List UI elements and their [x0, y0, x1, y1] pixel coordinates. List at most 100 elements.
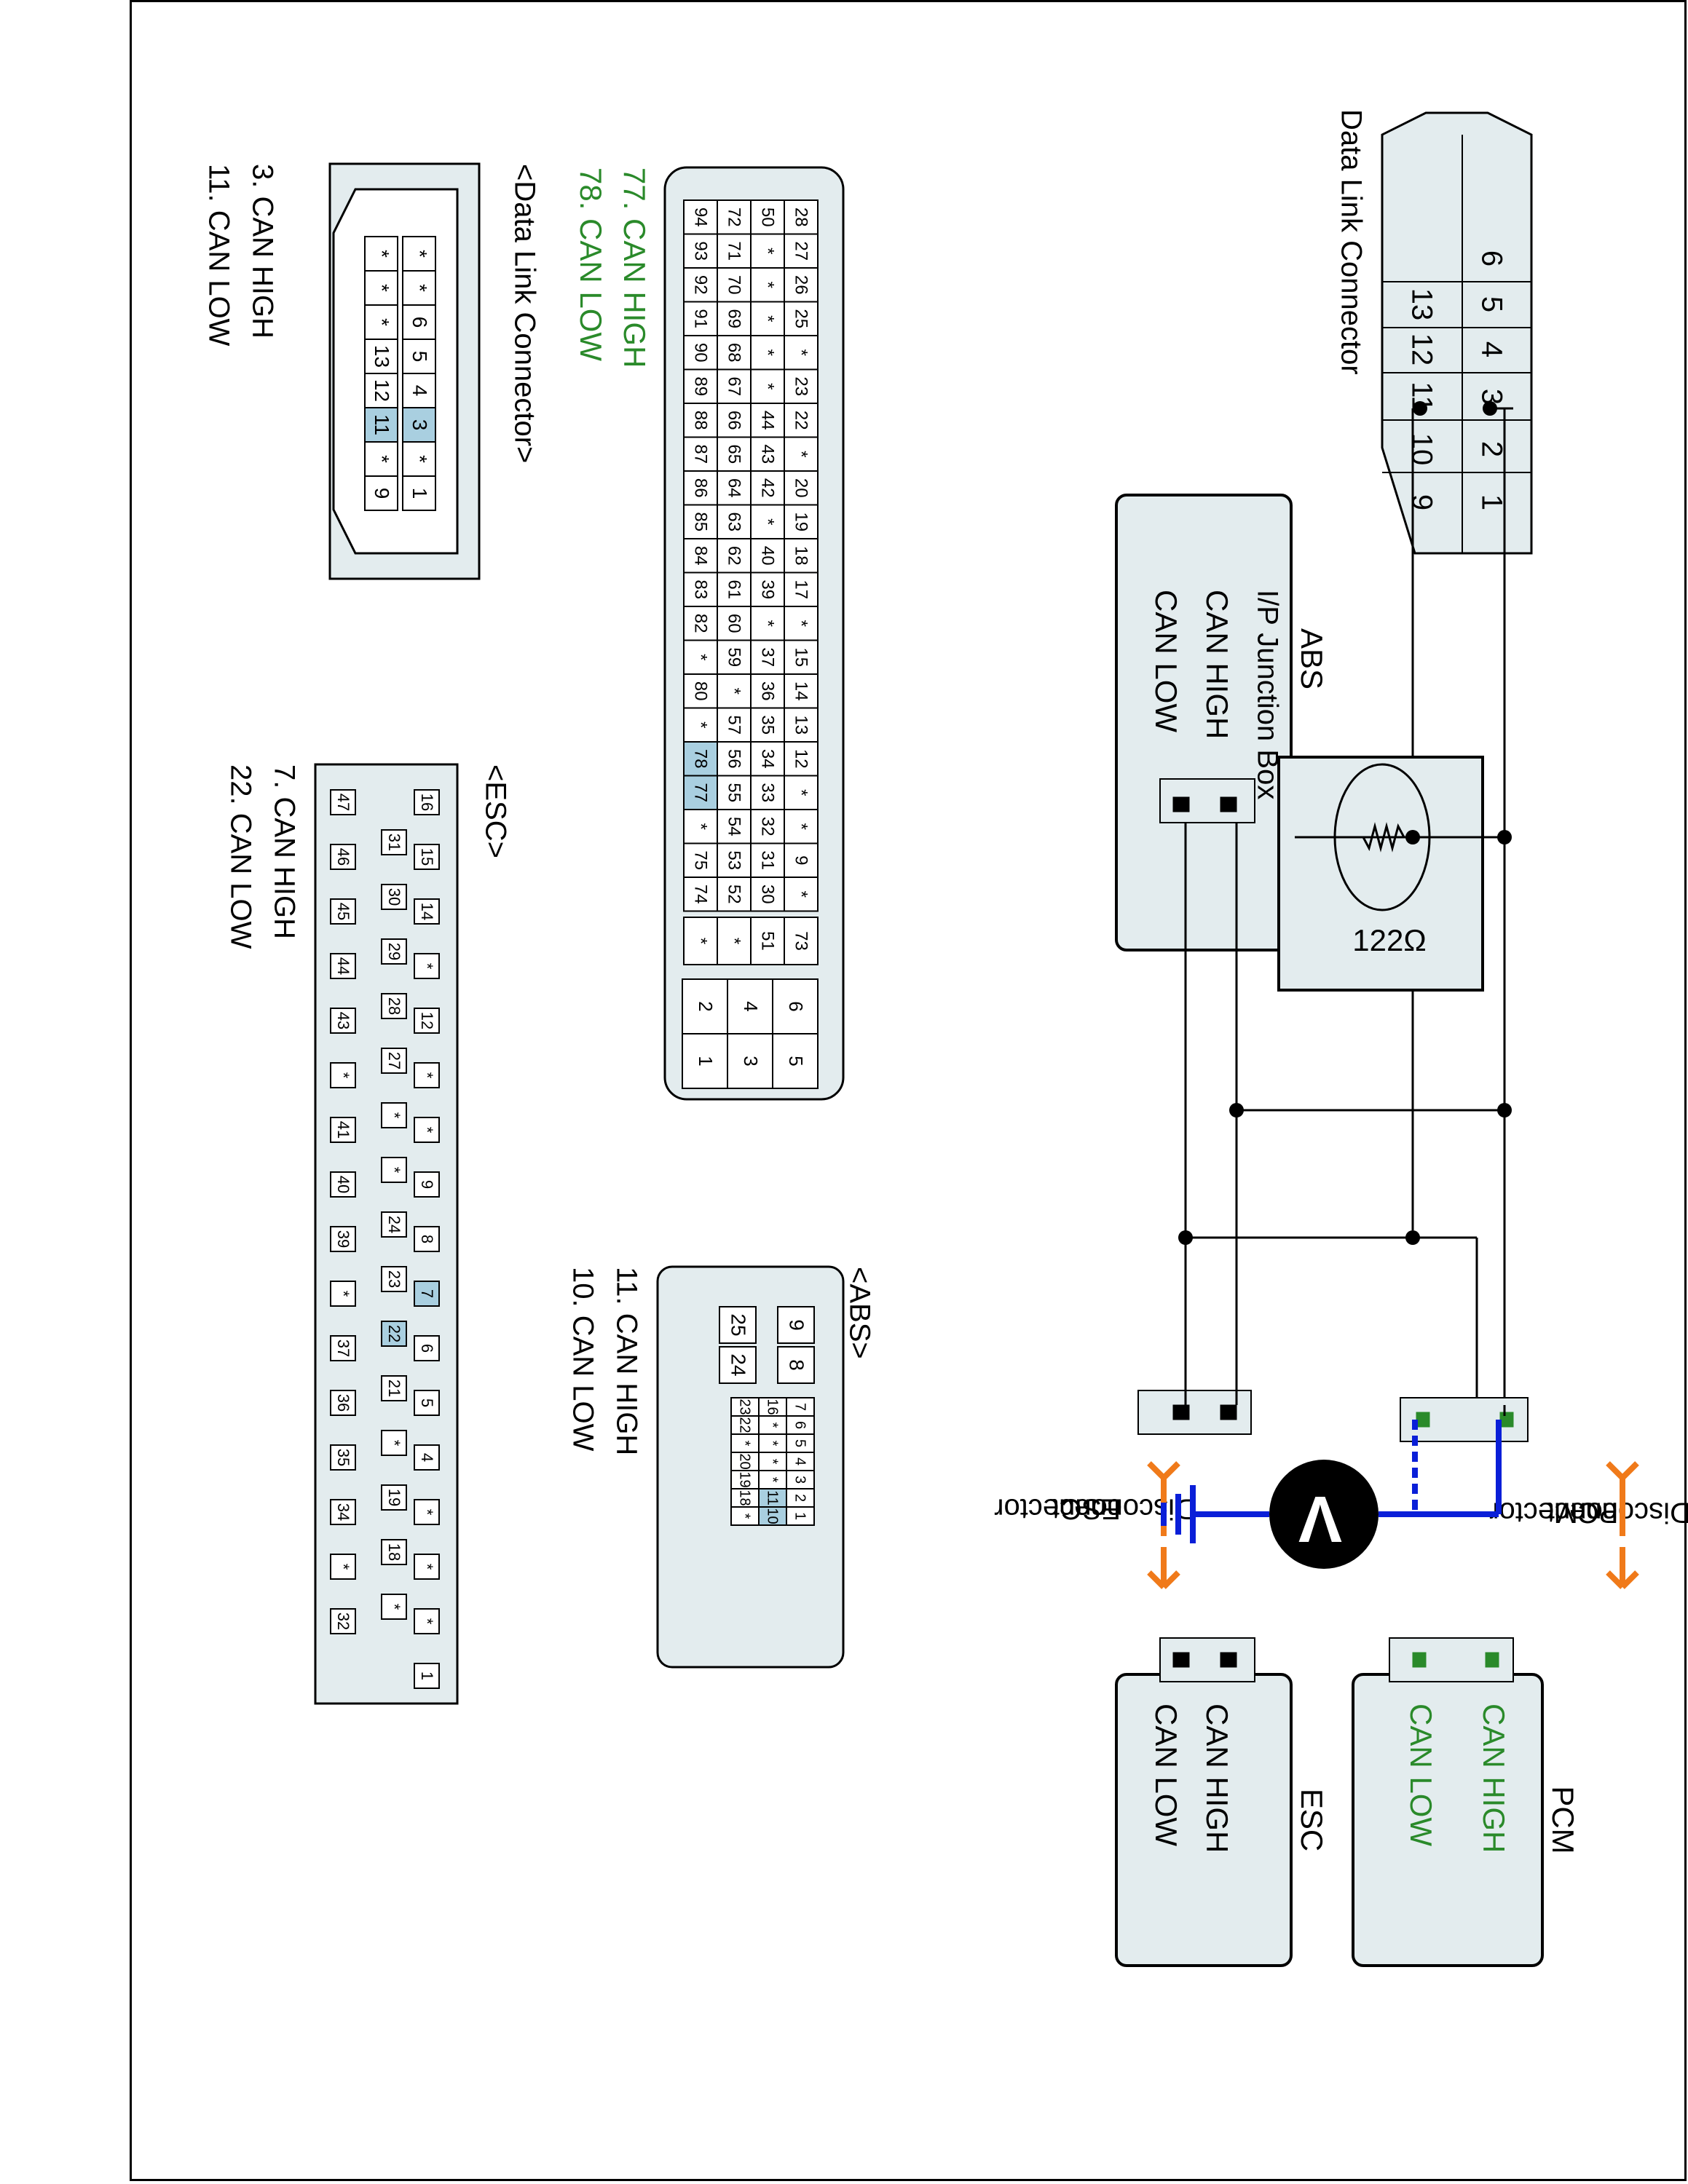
- dlc-pinout-pin: 12: [371, 379, 393, 402]
- abs-pinout-pin: 8: [786, 1359, 808, 1371]
- esc-pinout-pin-cell: [414, 1226, 440, 1252]
- pcm-pinout-pin: 64: [725, 478, 744, 498]
- pcm-pinout-pin: 69: [725, 309, 744, 328]
- esc-pinout-pin-cell: [381, 1430, 407, 1456]
- abs-pinout-pin: *: [737, 1441, 753, 1447]
- pcm-pinout-pin: *: [792, 349, 811, 356]
- pcm-pinout-pin: *: [758, 383, 778, 389]
- box: [1485, 1652, 1499, 1668]
- dlc-pinout-pin-cell: [364, 475, 398, 511]
- esc-pinout-pin-cell: [381, 884, 407, 910]
- diagram-frame: [130, 0, 1687, 2181]
- esc-pinout-pin-cell: [381, 993, 407, 1019]
- esc-pinout-pin-cell: [381, 1321, 407, 1347]
- pcm-pinout-pin-cell: [683, 917, 718, 965]
- pcm-pinout-pin: 90: [691, 343, 711, 363]
- pcm-pinout-pin: 42: [758, 478, 778, 498]
- pcm-pinout-pin: 91: [691, 309, 711, 328]
- pcm-pinout-pin: 82: [691, 614, 711, 633]
- pcm-pinout-pin: 87: [691, 444, 711, 464]
- box: [1499, 1412, 1514, 1428]
- pcm-pinout-pin: 75: [691, 850, 711, 870]
- abs-pinout-pin: 23: [737, 1398, 753, 1415]
- esc-pinout-pin-cell: [381, 829, 407, 855]
- esc-pinout-pin: *: [385, 1112, 403, 1119]
- pcm-pinout-pin: 56: [725, 749, 744, 769]
- esc-pinout-pin: 45: [334, 903, 352, 920]
- pcm-pinout-pin: 25: [792, 309, 811, 328]
- dlc-pinout-pin: 3: [409, 419, 431, 431]
- dlc-pinout-pin: *: [371, 284, 393, 292]
- pcm-pinout-pin: 70: [725, 275, 744, 295]
- pcm-module-title: PCM: [1546, 1786, 1580, 1853]
- esc-pinout-pin: 1: [418, 1671, 436, 1680]
- pcm-pinout-pin: 85: [691, 512, 711, 531]
- pcm-pinout-pin: 43: [758, 444, 778, 464]
- esc-pinout-pin-cell: [381, 1157, 407, 1183]
- pcm-pinout-pin: 15: [792, 647, 811, 667]
- esc-pinout-pin-cell: [330, 1554, 356, 1580]
- pcm-pinout-pin: 14: [792, 681, 811, 701]
- esc-pinout-pin: 19: [385, 1489, 403, 1506]
- pcm-pinout-pin: *: [691, 823, 711, 830]
- pcm-pinout-pin: 32: [758, 817, 778, 836]
- esc-pinout-pin: *: [418, 1072, 436, 1079]
- esc-pinout-pin-cell: [414, 1117, 440, 1143]
- esc-pinout-pin: 23: [385, 1270, 403, 1288]
- dlc-pinout-pin: *: [371, 455, 393, 463]
- abs-pinout-pin: 6: [792, 1421, 808, 1429]
- pcm-pinout-pin: 13: [792, 715, 811, 735]
- abs-legend: 10. CAN LOW: [567, 1267, 599, 1452]
- esc-module-title: ESC: [1295, 1789, 1329, 1851]
- pcm-pinout-pin: 18: [792, 546, 811, 566]
- pcm-pinout-pin: 52: [725, 885, 744, 904]
- box: [1172, 1404, 1190, 1420]
- esc-pinout-pin: 5: [418, 1398, 436, 1407]
- pcm-pinout-pin: *: [725, 688, 744, 695]
- abs-pinout-pin: 4: [792, 1457, 808, 1465]
- pcm-module-box: [1352, 1673, 1544, 1967]
- esc-pinout-pin-cell: [381, 1375, 407, 1401]
- esc-pinout-pin-cell: [414, 1444, 440, 1471]
- esc-pinout-pin-cell: [330, 1281, 356, 1307]
- esc-pinout-pin: 18: [385, 1543, 403, 1561]
- pcm-pinout-pin: 61: [725, 579, 744, 599]
- dlc-legend: 11. CAN LOW: [202, 164, 234, 347]
- pcm-pinout-pin: 78: [691, 749, 711, 769]
- pcm-pinout-pin: 2: [695, 1001, 717, 1011]
- esc-pinout-pin-cell: [381, 1266, 407, 1292]
- esc-pinout-pin: *: [334, 1564, 352, 1570]
- pcm-pinout-pin: 65: [725, 444, 744, 464]
- pcm-pinout-pin: 44: [758, 411, 778, 430]
- esc-pinout-pin-cell: [330, 1390, 356, 1416]
- pcm-disconnect-label: PCM: [1554, 1496, 1619, 1528]
- abs-pinout-title: <ABS>: [843, 1267, 875, 1359]
- pcm-pinout-pin: *: [691, 721, 711, 728]
- pcm-pinout-pin: *: [691, 938, 711, 944]
- esc-disconnect-label: Disconnect: [1052, 1492, 1196, 1524]
- pcm-pinout-pin: *: [758, 282, 778, 288]
- box: [1172, 1652, 1190, 1668]
- esc-pinout-pin: 34: [334, 1503, 352, 1521]
- pcm-pinout-pin: 62: [725, 546, 744, 566]
- pcm-pinout-pin: *: [792, 789, 811, 796]
- esc-pinout-pin: 15: [418, 848, 436, 866]
- pcm-pinout-pin: 59: [725, 647, 744, 667]
- abs-pinout-pin: 16: [765, 1398, 781, 1415]
- esc-pinout-pin-cell: [330, 1226, 356, 1252]
- dlc-pin-label: 1: [1475, 494, 1507, 510]
- box: [1220, 1404, 1237, 1420]
- dlc-pinout-pin: *: [409, 455, 431, 463]
- esc-legend: 22. CAN LOW: [224, 764, 256, 949]
- pcm-pinout-pin: 31: [758, 850, 778, 870]
- esc-pinout-pin: *: [334, 1072, 352, 1079]
- esc-pinout-pin: 14: [418, 903, 436, 920]
- dlc-pinout-pin: 1: [409, 488, 431, 499]
- esc-pinout-pin-cell: [414, 844, 440, 870]
- pcm-pinout-pin: 55: [725, 783, 744, 802]
- esc-pinout-pin-cell: [381, 1539, 407, 1565]
- abs-pinout-pin-cell: [719, 1346, 757, 1384]
- pcm-pinout-pin: 83: [691, 579, 711, 599]
- esc-pinout-pin: 29: [385, 943, 403, 960]
